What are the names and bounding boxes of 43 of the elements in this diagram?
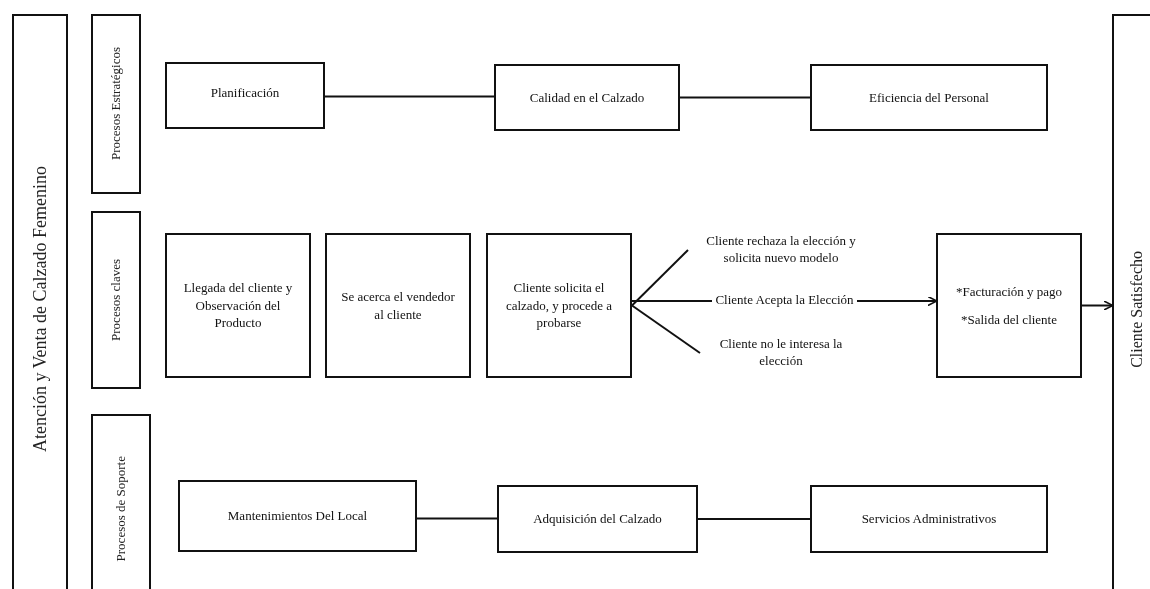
lane-label-box [91, 414, 151, 589]
process-box [810, 485, 1048, 553]
process-text: Llegada del cliente y Observación del Producto [182, 279, 294, 332]
outcome-text: Cliente no le interesa la elección [700, 336, 862, 370]
process-box [497, 485, 698, 553]
lane-title: Cliente Satisfecho [1128, 250, 1146, 368]
lane-label-box [12, 14, 68, 589]
connector-line [697, 518, 811, 520]
connector-line [324, 95, 495, 98]
process-box [486, 233, 632, 378]
process-box [165, 62, 325, 129]
lane-label-box [91, 14, 141, 194]
connector-line [631, 249, 689, 307]
process-box [494, 64, 680, 131]
lane-title: Procesos claves [108, 259, 124, 341]
process-text: Calidad en el Calzado [529, 88, 645, 107]
lane-title: Procesos de Soporte [113, 456, 129, 562]
process-text: Se acerca el vendedor al cliente [340, 287, 456, 324]
process-box [936, 233, 1082, 378]
process-text: Adquisición del Calzado [533, 510, 662, 528]
connector-line [631, 300, 713, 302]
connector-line [631, 304, 701, 354]
arrow [1081, 300, 1114, 311]
process-box [810, 64, 1048, 131]
lane-title: Procesos Estratégicos [108, 47, 124, 161]
outcome-text: Cliente rechaza la elección y solicita nuevo modelo [688, 233, 874, 267]
process-text: Cliente solicita el calzado, y procede a probarse [504, 279, 614, 332]
process-text: Eficiencia del Personal [869, 88, 989, 107]
process-text: *Facturación y pago [955, 282, 1063, 301]
process-text: Mantenimientos Del Local [227, 507, 368, 525]
process-text: Servicios Administrativos [861, 510, 997, 528]
lane-label-box [91, 211, 141, 389]
lane-title: Atención y Venta de Calzado Femenino [29, 165, 51, 453]
process-box [165, 233, 311, 378]
arrow [856, 295, 938, 307]
process-text: *Salida del cliente [961, 310, 1057, 329]
process-box [178, 480, 417, 552]
connector-line [416, 517, 498, 520]
process-text: Planificación [210, 84, 280, 102]
outcome-text: Cliente Acepta la Elección [712, 292, 857, 310]
connector-line [679, 96, 811, 99]
lane-label-box [1112, 14, 1150, 589]
process-box [325, 233, 471, 378]
